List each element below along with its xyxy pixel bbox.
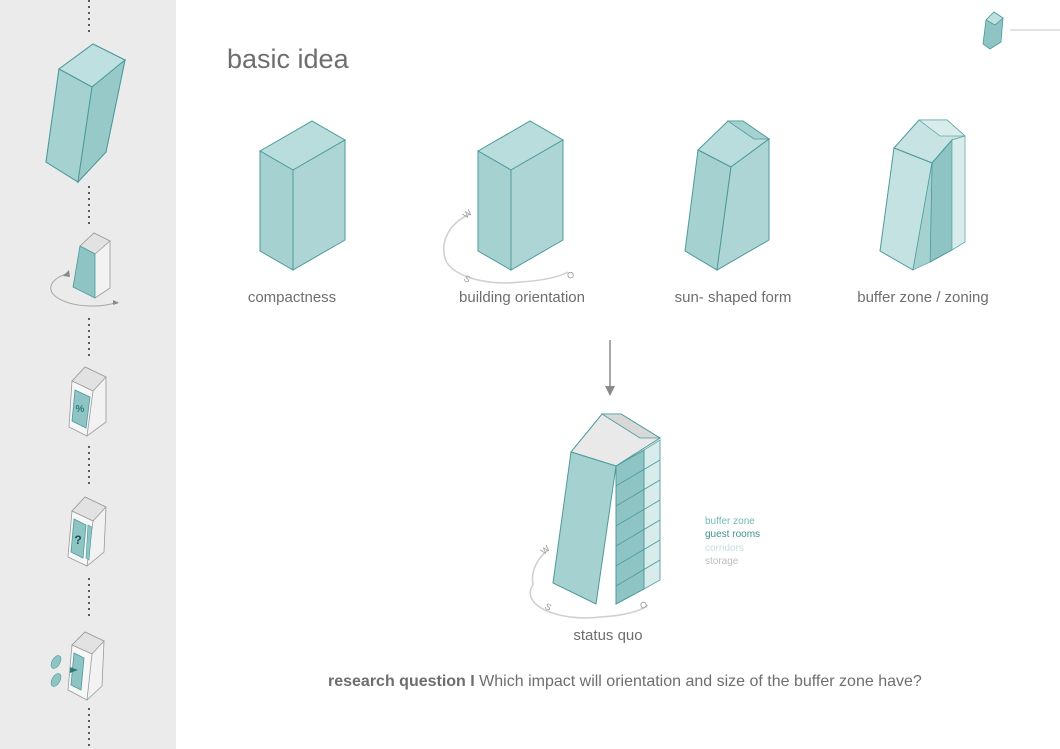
legend-item-storage: storage	[705, 555, 739, 567]
status-quo-building: W S O	[529, 413, 662, 619]
legend-item-guest-rooms: guest rooms	[705, 529, 761, 541]
compass-east: O	[566, 269, 575, 280]
percentage-symbol: %	[76, 404, 85, 415]
compass-east: O	[639, 599, 648, 610]
question-symbol: ?	[74, 533, 81, 547]
legend-item-buffer-zone: buffer zone	[705, 516, 755, 527]
sidebar-step-percentage: %	[68, 366, 107, 437]
sidebar-step-question: ?	[67, 496, 107, 567]
concept-label-buffer-zone: buffer zone / zoning	[857, 289, 989, 306]
process-sidebar: % ?	[0, 0, 176, 749]
research-question-text: Which impact will orientation and size o…	[474, 673, 922, 690]
research-question: research question I Which impact will or…	[328, 673, 922, 691]
leaf-icon	[50, 655, 62, 669]
concept-label-compactness: compactness	[247, 289, 337, 306]
page-title: basic idea	[227, 44, 349, 74]
concept-label-sun-shaped: sun- shaped form	[674, 289, 792, 306]
concept-orientation-building: W S O	[443, 120, 575, 285]
guest-room-grid	[615, 450, 661, 589]
status-quo-legend: buffer zone guest rooms corridors storag…	[705, 515, 760, 568]
concept-buffer-zone-building	[879, 119, 967, 271]
compass-south: S	[543, 601, 553, 613]
concept-label-orientation: building orientation	[459, 289, 585, 306]
sidebar-step-form	[45, 43, 126, 184]
arrow-down-icon	[605, 340, 615, 396]
concept-sun-shaped-building	[684, 120, 771, 271]
compass-south: S	[462, 273, 472, 285]
sidebar-step-orientation	[50, 232, 119, 307]
sidebar-step-wind	[50, 631, 105, 701]
research-question-prefix: research question I	[328, 673, 475, 690]
legend-item-corridors: corridors	[705, 542, 744, 554]
concept-compactness-building	[258, 120, 347, 271]
status-quo-label: status quo	[573, 627, 643, 644]
compass-arc	[443, 213, 569, 284]
sidebar-graphics: % ?	[45, 0, 126, 749]
leaf-icon	[50, 673, 62, 687]
corner-building-icon	[982, 11, 1060, 50]
compass-west: W	[539, 543, 552, 556]
compass-arc	[529, 549, 649, 619]
